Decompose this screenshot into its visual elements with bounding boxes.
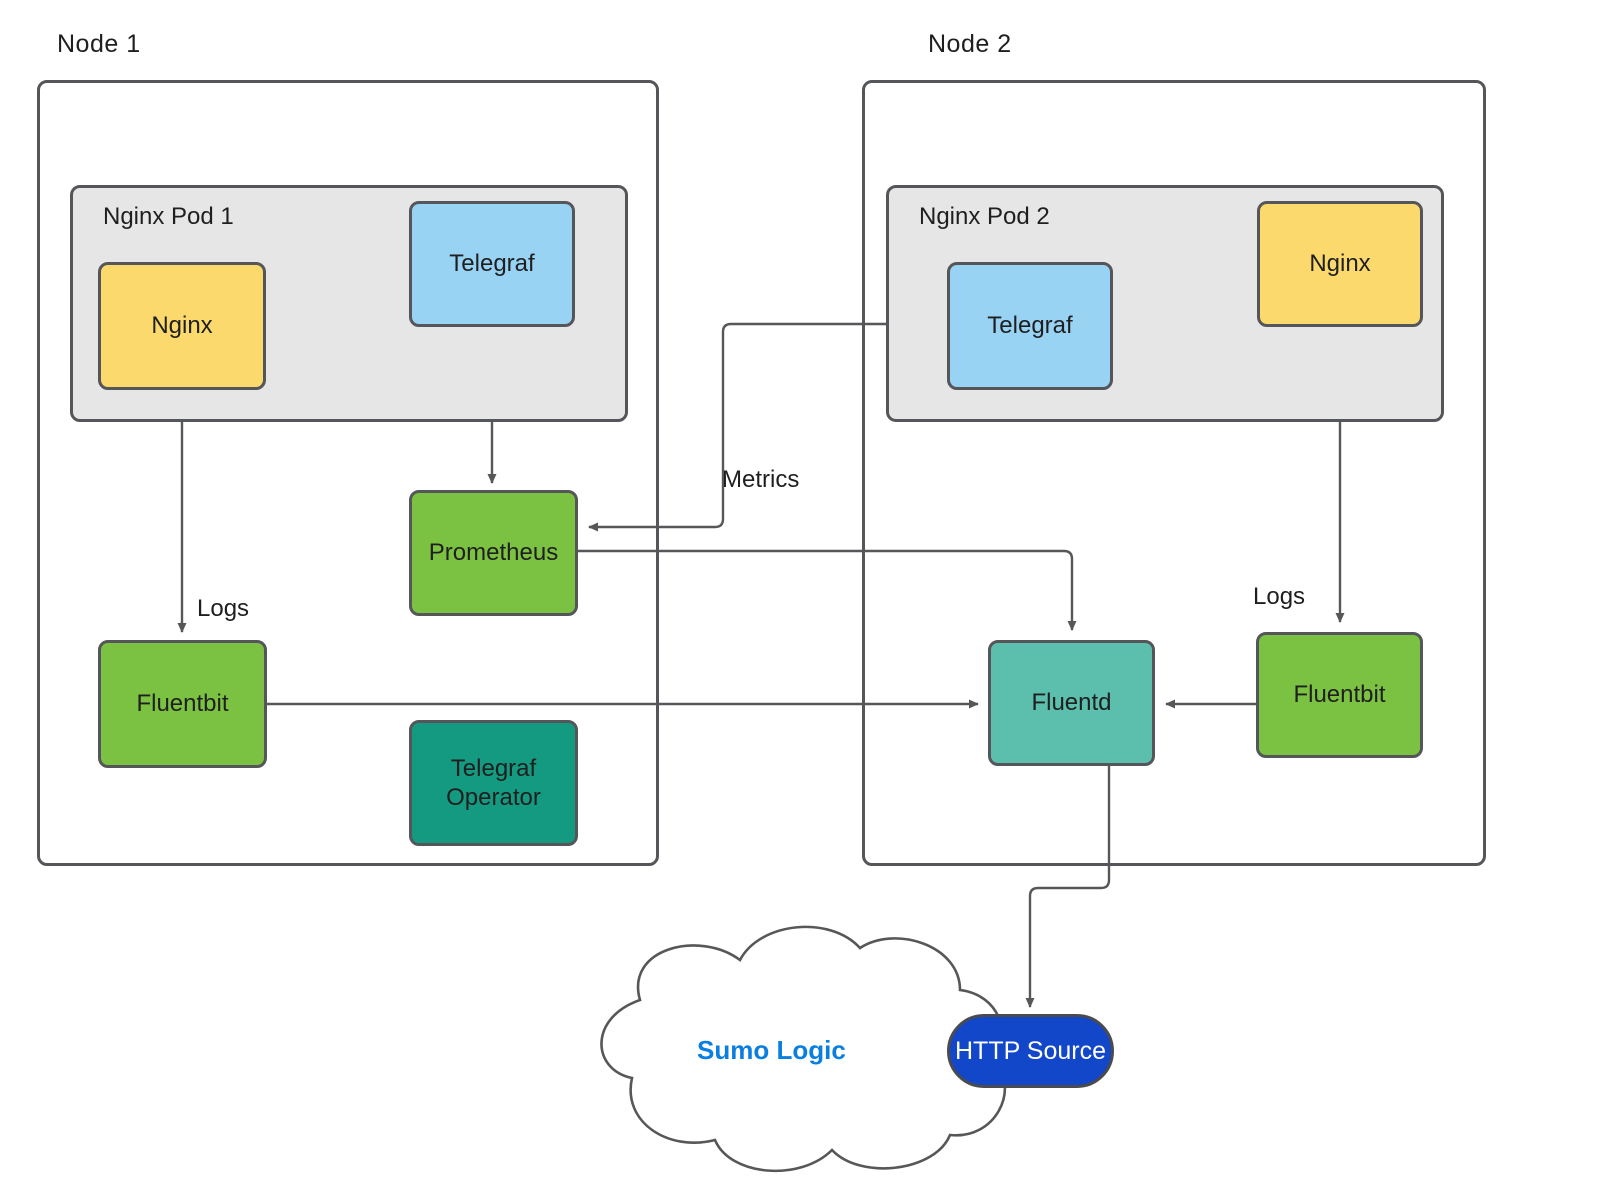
service-fluentd-label: Fluentd [1031,689,1112,717]
node-2-container [862,80,1486,866]
service-nginx-2-label: Nginx [1309,250,1371,278]
nginx-pod-2-title: Nginx Pod 2 [919,203,1050,230]
service-telegraf-operator-label: Telegraf Operator [446,754,541,813]
service-fluentbit-1-label: Fluentbit [136,690,229,718]
service-prometheus-label: Prometheus [428,539,559,567]
edge-label-logs-left: Logs [197,595,250,622]
node-1-title: Node 1 [57,30,141,58]
node-1-container [37,80,659,866]
service-fluentbit-2[interactable]: Fluentbit [1256,632,1423,758]
http-source-label: HTTP Source [955,1036,1106,1065]
http-source-node[interactable]: HTTP Source [947,1014,1114,1088]
node-2-title: Node 2 [928,30,1012,58]
edge-label-metrics: Metrics [722,466,800,493]
service-fluentbit-2-label: Fluentbit [1293,681,1386,709]
service-telegraf-2-label: Telegraf [987,312,1073,340]
service-prometheus[interactable]: Prometheus [409,490,578,616]
service-fluentd[interactable]: Fluentd [988,640,1155,766]
service-nginx-1[interactable]: Nginx [98,262,266,390]
service-telegraf-1[interactable]: Telegraf [409,201,575,327]
service-telegraf-operator[interactable]: Telegraf Operator [409,720,578,846]
service-nginx-2[interactable]: Nginx [1257,201,1423,327]
service-telegraf-1-label: Telegraf [449,250,535,278]
service-telegraf-operator-label-line1: Telegraf [450,754,537,782]
sumo-logic-label: Sumo Logic [697,1035,846,1065]
edge-label-logs-right: Logs [1253,583,1306,610]
nginx-pod-1-title: Nginx Pod 1 [103,203,234,230]
service-telegraf-operator-label-line2: Operator [446,784,541,811]
service-telegraf-2[interactable]: Telegraf [947,262,1113,390]
service-fluentbit-1[interactable]: Fluentbit [98,640,267,768]
service-nginx-1-label: Nginx [151,312,213,340]
